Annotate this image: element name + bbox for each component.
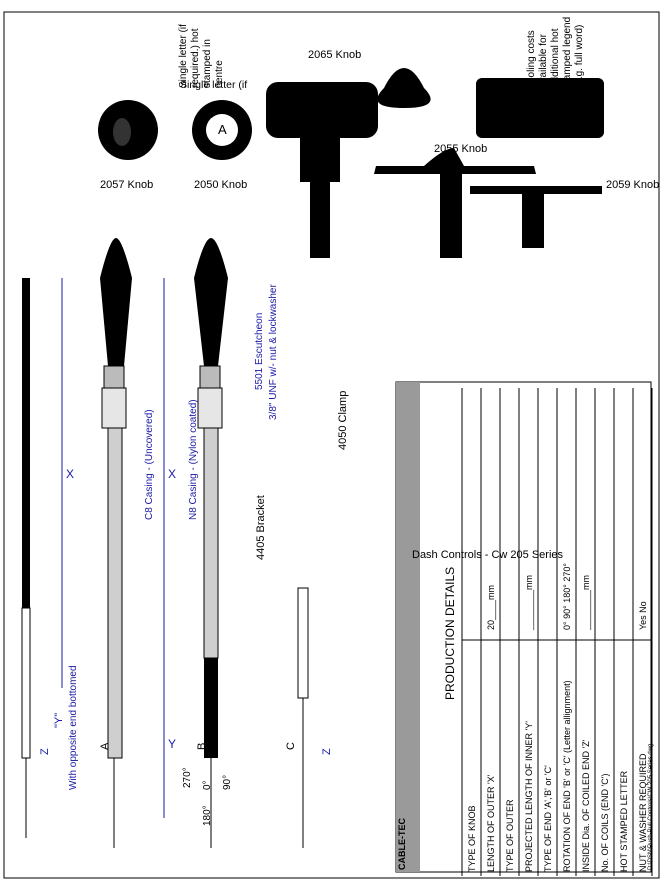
table-row-label: NUT & WASHER REQUIRED <box>638 753 648 872</box>
cable-c <box>297 587 309 848</box>
rotation-270: 270° <box>182 767 193 788</box>
knob-2055-label: 2055 Knob <box>434 143 487 155</box>
cable-b <box>194 238 228 848</box>
knob-2050: A 2050 Knob <box>192 100 252 191</box>
bracket-label: 4405 Bracket <box>255 495 267 560</box>
knob-2050-letter: A <box>218 122 227 137</box>
end-c-label: C <box>285 742 297 750</box>
dim-x-mid: X <box>168 467 176 481</box>
table-row-value[interactable]: 20____mm <box>486 585 496 630</box>
table-row-label: PROJECTED LENGTH OF INNER 'Y' <box>524 721 534 872</box>
note-single-letter-2: stamped in <box>202 39 213 88</box>
note-single-letter-1: required.) hot <box>190 28 201 88</box>
rotation-0: 0° <box>202 780 213 790</box>
dim-y-mid: Y <box>168 737 176 751</box>
table-row-label: TYPE OF END 'A','B' or 'C' <box>543 765 553 872</box>
knob-2059: 2059 Knob <box>470 78 659 248</box>
table-row-value[interactable]: ________mm <box>581 575 591 631</box>
clamp-label: 4050 Clamp <box>337 391 349 450</box>
note-tooling-4: (e.g. full word) <box>574 25 585 88</box>
table-row-value[interactable]: 0° 90° 180° 270° <box>562 563 572 630</box>
escutcheon-label-1: 5501 Escutcheon <box>254 313 265 390</box>
title-text: Dash Controls - Cw 205 Series <box>412 549 564 561</box>
dim-z-bot: Z <box>321 748 333 755</box>
drawing-content: 2057 Knob A 2050 Knob 2065 Knob 2055 Kno… <box>21 49 659 873</box>
sheet-border <box>3 11 660 879</box>
table-row-label: INSIDE Dia. OF COILED END 'Z' <box>581 739 591 872</box>
table-row-label: ROTATION OF END 'B' or 'C' (Letter allig… <box>562 680 572 872</box>
dimensions <box>61 278 165 818</box>
table-row-value[interactable]: ________mm <box>524 575 534 631</box>
note-tooling-2: additional hot <box>550 28 561 88</box>
knob-2065: 2065 Knob <box>266 49 378 258</box>
note-single-letter: Single letter (if <box>180 79 247 91</box>
note-single-letter-0: Single letter (if <box>178 24 189 88</box>
knob-2055: 2055 Knob <box>374 68 536 258</box>
note-tooling-3: stamped legend <box>562 17 573 88</box>
file-path: D:\DSN\Push-Pull Controls\CW 205 Series.… <box>648 744 654 870</box>
dim-z-top: Z <box>39 748 51 755</box>
c8-casing-label: C8 Casing - (Uncovered) <box>144 409 155 520</box>
knob-2065-label: 2065 Knob <box>308 49 361 61</box>
knob-2057: 2057 Knob <box>98 100 158 191</box>
n8-casing-label: N8 Casing - (Nylon coated) <box>188 399 199 520</box>
rotation-90: 90° <box>222 775 233 790</box>
end-a-label: A <box>99 742 111 750</box>
opposite-end-note: With opposite end bottomed <box>68 665 79 790</box>
escutcheon-label-2: 3/8" UNF w/- nut & lockwasher <box>268 284 279 420</box>
note-tooling-0: Tooling costs <box>526 30 537 88</box>
table-row-label: HOT STAMPED LETTER <box>619 770 629 872</box>
table-row-label: TYPE OF KNOB <box>467 805 477 872</box>
knob-2059-label: 2059 Knob <box>606 179 659 191</box>
dim-x-top: X <box>66 467 74 481</box>
note-single-letter-3: centre <box>214 60 225 88</box>
title-block: Dash Controls - Cw 205 Series <box>395 381 652 873</box>
knob-2057-label: 2057 Knob <box>100 179 153 191</box>
portrait-labels: CABLE-TEC PRODUCTION DETAILS D:\DSN\Push… <box>39 17 654 870</box>
production-table: TYPE OF KNOB LENGTH OF OUTER 'X' 20____mmT… <box>461 388 653 876</box>
table-row-label: No. OF COILS (END 'C') <box>600 774 610 872</box>
table-row-label: TYPE OF OUTER <box>505 799 515 872</box>
logo: CABLE-TEC <box>397 818 407 870</box>
rotation-180: 180° <box>202 805 213 826</box>
knob-2050-label: 2050 Knob <box>194 179 247 191</box>
production-heading: PRODUCTION DETAILS <box>443 567 457 700</box>
table-row-value[interactable]: Yes No <box>638 601 648 630</box>
note-line: Single letter (if <box>180 79 247 91</box>
dim-y-top: "Y" <box>53 713 65 728</box>
note-tooling-1: available for <box>538 33 549 88</box>
cable-a <box>21 238 132 848</box>
table-row-label: LENGTH OF OUTER 'X' <box>486 774 496 872</box>
end-b-label: B <box>196 743 208 750</box>
